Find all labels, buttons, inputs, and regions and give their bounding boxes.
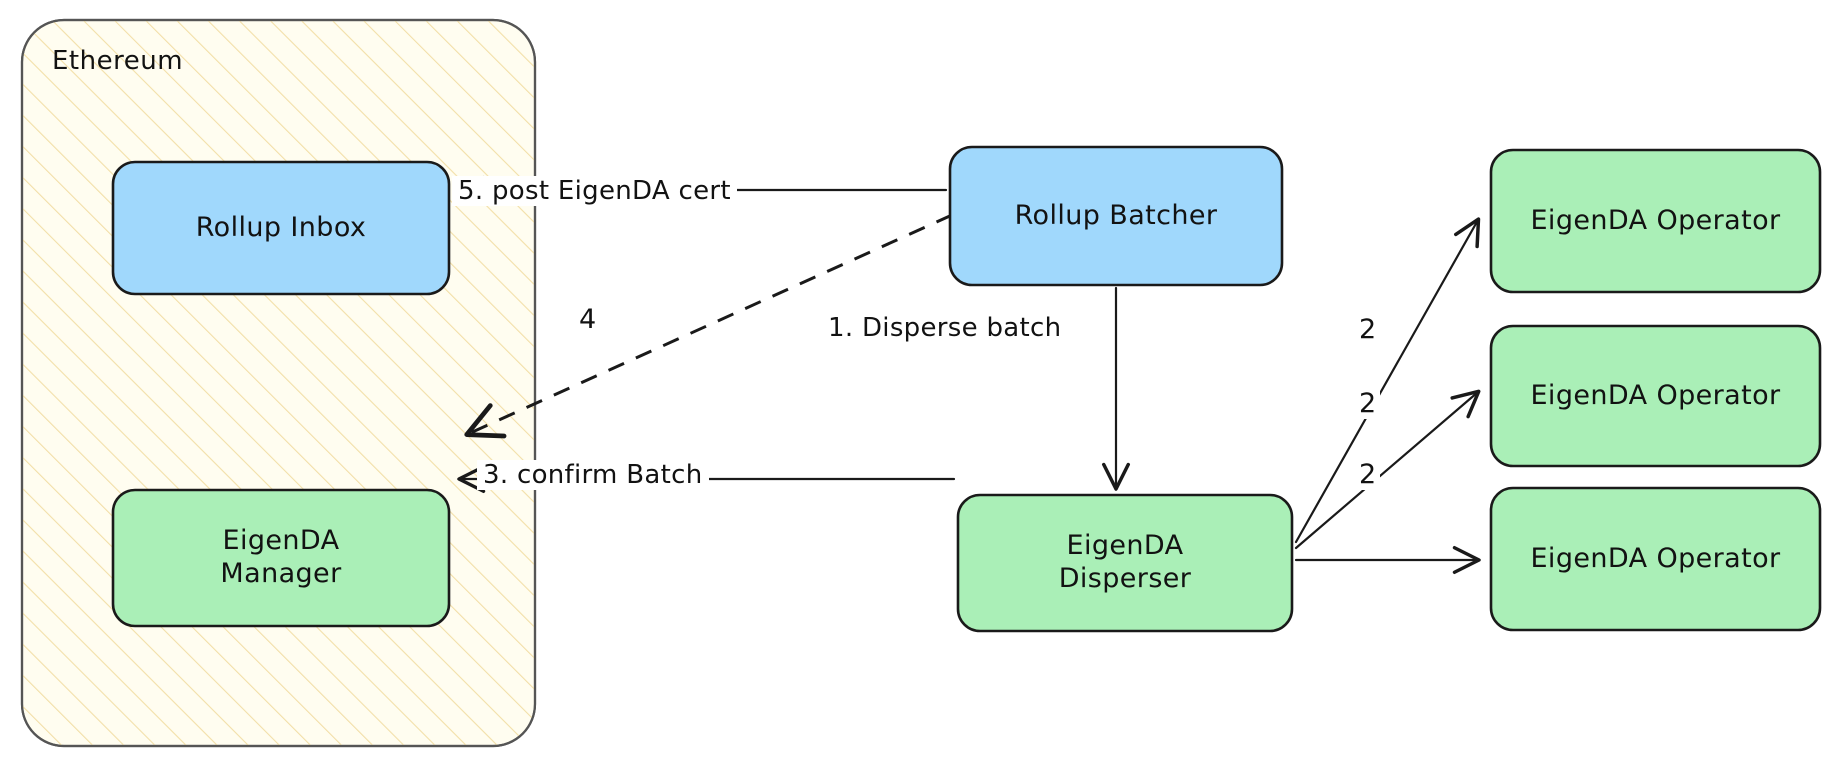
- node-eigenda-disperser-box[interactable]: [956, 493, 1294, 633]
- node-eigenda-operator-2-box[interactable]: [1489, 324, 1822, 468]
- node-eigenda-manager-box[interactable]: [111, 488, 451, 628]
- edge-store-chunk-1-line: [1294, 217, 1481, 544]
- edge-label-confirm-batch: 3. confirm Batch: [477, 460, 709, 490]
- group-ethereum-label: Ethereum: [52, 46, 184, 76]
- edge-store-chunk-2: [1294, 389, 1481, 550]
- edge-store-chunk-1: [1294, 217, 1481, 544]
- edge-label-store-chunk-1: 2: [1355, 314, 1381, 345]
- group-ethereum-hatch: [22, 20, 535, 746]
- edge-label-disperse-batch: 1. Disperse batch: [822, 313, 1068, 343]
- group-ethereum: [20, 18, 537, 748]
- group-ethereum-border: [20, 18, 537, 748]
- edge-label-post-eigenda-cert: 5. post EigenDA cert: [452, 176, 737, 206]
- edge-label-store-chunk-3: 2: [1355, 459, 1381, 490]
- edge-label-store-chunk-2: 2: [1355, 388, 1381, 419]
- node-rollup-batcher-box[interactable]: [948, 145, 1284, 287]
- edge-label-cert-check: 4: [579, 304, 597, 335]
- node-rollup-inbox-box[interactable]: [111, 160, 451, 296]
- node-eigenda-operator-3-box[interactable]: [1489, 486, 1822, 632]
- edge-store-chunk-2-line: [1294, 389, 1481, 550]
- node-eigenda-operator-1-box[interactable]: [1489, 148, 1822, 294]
